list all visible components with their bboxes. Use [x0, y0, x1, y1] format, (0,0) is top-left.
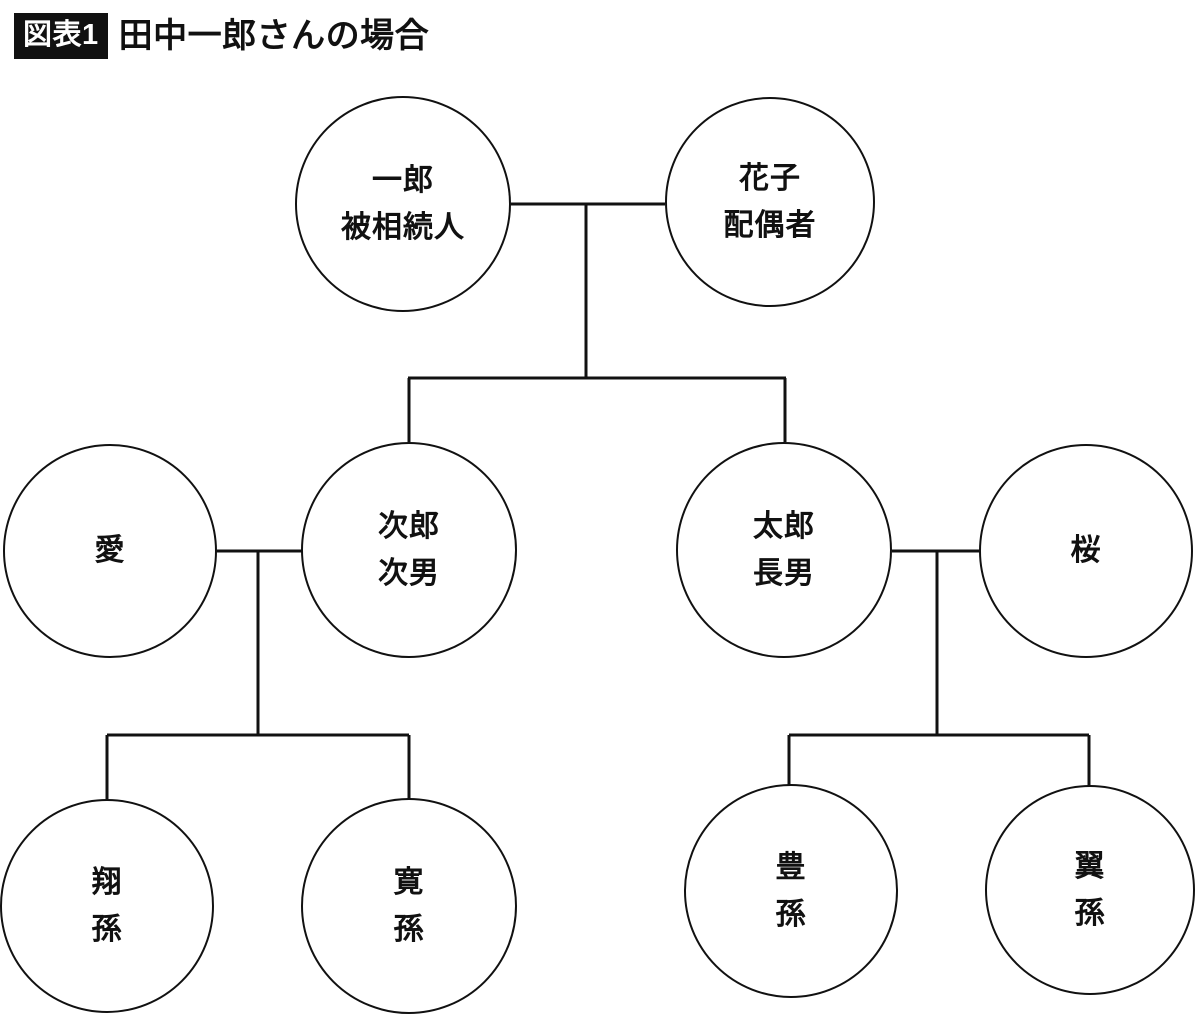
figure-number-badge: 図表1: [14, 13, 108, 59]
person-node-sho[interactable]: 翔 孫: [0, 799, 214, 1013]
person-role: 配偶者: [723, 209, 817, 242]
person-name: 寛: [393, 865, 425, 899]
person-name: 花子: [739, 161, 801, 195]
person-role: 孫: [775, 898, 807, 931]
person-name: 翔: [91, 865, 123, 899]
person-role: 孫: [91, 913, 123, 946]
person-role: 次男: [378, 557, 440, 590]
person-name: 桜: [1070, 534, 1102, 568]
person-node-hiroshi[interactable]: 寛 孫: [301, 798, 517, 1014]
person-name: 一郎: [372, 163, 434, 197]
person-node-ai[interactable]: 愛: [3, 444, 217, 658]
person-name: 翼: [1074, 849, 1106, 883]
person-role: 孫: [393, 913, 425, 946]
person-node-jiro[interactable]: 次郎 次男: [301, 442, 517, 658]
person-role: 孫: [1074, 897, 1106, 930]
person-name: 次郎: [378, 509, 440, 543]
person-node-sakura[interactable]: 桜: [979, 444, 1193, 658]
page-title: 図表1 田中一郎さんの場合: [14, 12, 429, 60]
person-name: 豊: [775, 850, 807, 884]
person-role: 長男: [753, 557, 815, 590]
person-node-ichiro[interactable]: 一郎 被相続人: [295, 96, 511, 312]
person-name: 太郎: [753, 509, 815, 543]
person-node-tsubasa[interactable]: 翼 孫: [985, 785, 1195, 995]
person-name: 愛: [94, 534, 126, 568]
person-node-hanako[interactable]: 花子 配偶者: [665, 97, 875, 307]
person-node-taro[interactable]: 太郎 長男: [676, 442, 892, 658]
person-node-yutaka[interactable]: 豊 孫: [684, 784, 898, 998]
person-role: 被相続人: [341, 211, 465, 244]
page-title-text: 田中一郎さんの場合: [118, 17, 430, 55]
